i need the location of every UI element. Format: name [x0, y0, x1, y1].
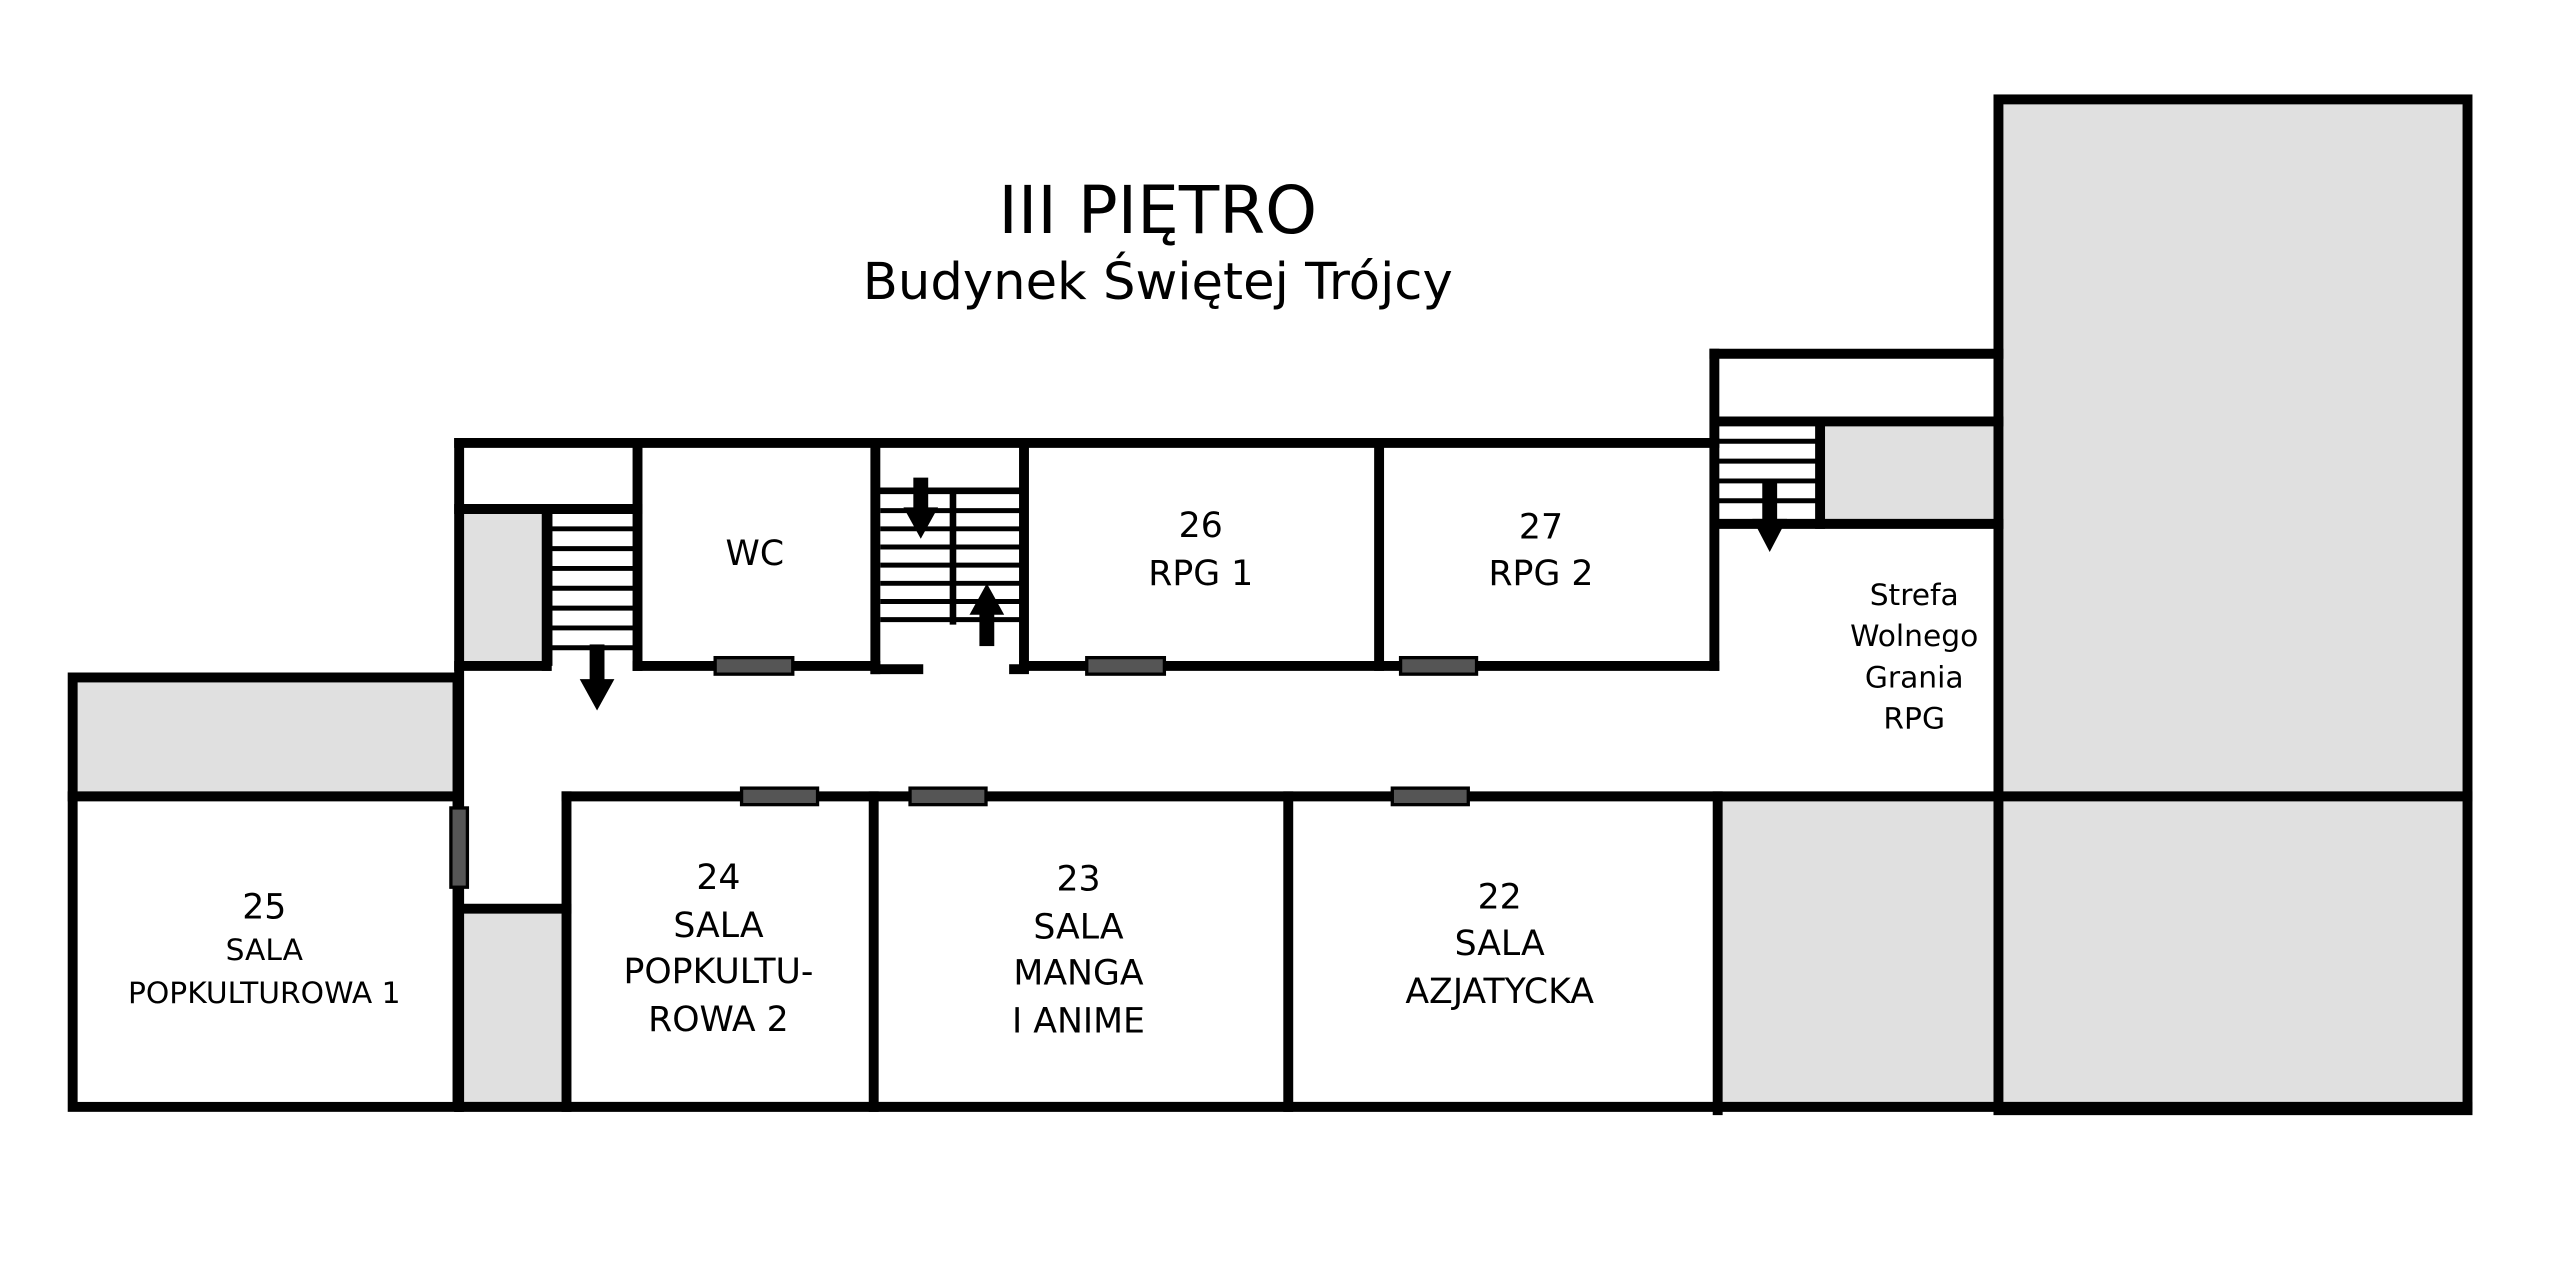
unavailable-area-left: [72, 677, 458, 797]
unavailable-area-right-tall: [1998, 99, 2468, 797]
strefa-wolnego-grania: Strefa Wolnego Grania RPG: [1850, 578, 1978, 737]
room-name: RPG 1: [1148, 554, 1253, 594]
header: III PIĘTRO Budynek Świętej Trójcy: [863, 172, 1453, 312]
door-wc[interactable]: [713, 655, 795, 676]
room-number: 27: [1519, 508, 1563, 548]
room-24: 24 SALA POPKULTU- ROWA 2: [623, 858, 813, 1040]
room-number: 23: [1056, 860, 1100, 900]
room-27: 27 RPG 2: [1488, 508, 1593, 594]
door-room-25[interactable]: [449, 806, 470, 889]
door-room-23[interactable]: [908, 786, 988, 807]
unavailable-area-lower: [459, 908, 567, 1107]
room-23: 23 SALA MANGA I ANIME: [1012, 860, 1145, 1042]
area-label: Strefa: [1870, 578, 1959, 613]
room-name: SALA: [673, 906, 763, 946]
room-number: 26: [1179, 506, 1223, 546]
room-name: AZJATYCKA: [1405, 972, 1594, 1012]
room-name: POPKULTUROWA 1: [128, 976, 401, 1011]
area-label: Grania: [1865, 660, 1964, 695]
room-name: SALA: [226, 933, 304, 968]
door-room-24[interactable]: [739, 786, 820, 807]
room-number: 22: [1478, 878, 1522, 918]
arrow-down-icon: [903, 477, 939, 539]
room-22: 22 SALA AZJATYCKA: [1405, 878, 1594, 1012]
staircase-middle: [877, 487, 1024, 625]
room-number: 24: [696, 858, 740, 898]
unavailable-area-right-bottom: [1717, 796, 2468, 1111]
staircase-left: [547, 509, 638, 666]
area-label: Wolnego: [1850, 619, 1978, 654]
room-26: 26 RPG 1: [1148, 506, 1253, 594]
room-name: MANGA: [1013, 954, 1143, 994]
room-name: ROWA 2: [648, 1000, 789, 1040]
arrow-down-icon: [579, 644, 615, 711]
room-wc: WC: [726, 534, 785, 574]
arrow-up-icon: [969, 583, 1005, 647]
room-label: WC: [726, 534, 785, 574]
arrow-down-icon: [1752, 482, 1788, 552]
room-name: POPKULTU-: [623, 952, 813, 992]
door-room-22[interactable]: [1390, 786, 1470, 807]
unavailable-area-stair: [1820, 421, 1999, 524]
room-number: 25: [242, 888, 286, 928]
door-room-27[interactable]: [1398, 655, 1479, 676]
room-name: SALA: [1033, 907, 1123, 947]
room-name: I ANIME: [1012, 1002, 1145, 1042]
room-name: SALA: [1455, 924, 1545, 964]
room-25: 25 SALA POPKULTUROWA 1: [128, 888, 401, 1011]
room-name: RPG 2: [1488, 554, 1593, 594]
floor-title: III PIĘTRO: [998, 172, 1317, 249]
unavailable-area-small: [462, 509, 547, 666]
door-room-26[interactable]: [1085, 655, 1167, 676]
building-subtitle: Budynek Świętej Trójcy: [863, 250, 1453, 312]
area-label: RPG: [1883, 702, 1945, 737]
